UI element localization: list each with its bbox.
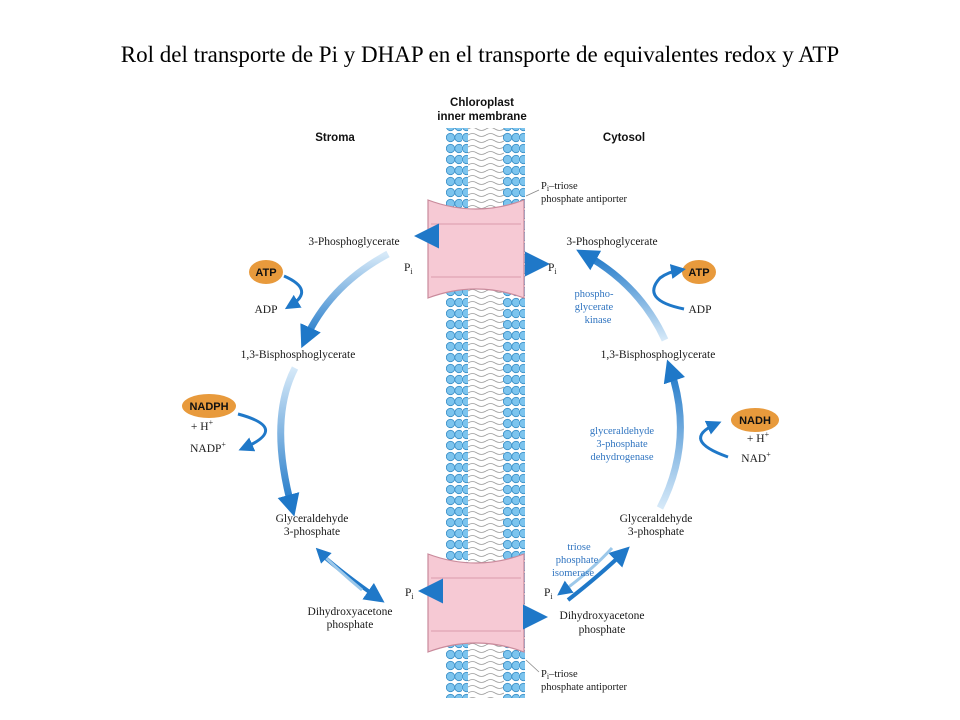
stroma-nadp: NADP+: [190, 440, 226, 455]
svg-text:phosphate: phosphate: [556, 555, 599, 566]
stroma-arrow-dhap-to-g3p: [315, 547, 363, 592]
stroma-3-phosphoglycerate: 3-Phosphoglycerate: [308, 236, 399, 248]
svg-text:kinase: kinase: [585, 315, 612, 326]
stroma-h-plus: + H+: [191, 418, 214, 433]
cytosol-nadh-arrow: [699, 420, 729, 459]
membrane-label-line1: Chloroplast: [450, 97, 514, 109]
svg-text:phospho-: phospho-: [574, 289, 614, 300]
cytosol-dhap-line2: phosphate: [579, 624, 626, 636]
pi-label-stroma-bottom: Pi: [405, 587, 414, 601]
cytosol-g3p-line1: Glyceraldehyde: [620, 513, 693, 525]
cytosol-arrow-bpg-to-pga: [576, 249, 669, 342]
cytosol-atp-badge: [682, 260, 716, 284]
svg-text:Pi–triose: Pi–triose: [541, 181, 578, 193]
cytosol-arrow-g3p-to-dhap: [557, 546, 614, 596]
svg-text:isomerase: isomerase: [552, 568, 594, 579]
stroma-atp-badge: [249, 260, 283, 284]
cytosol-nad: NAD+: [741, 450, 771, 465]
cytosol-arrow-dhap-to-g3p: [566, 546, 630, 602]
stroma-arrow-bpg-to-g3p: [277, 366, 300, 517]
antiporter-label-bottom: Pi–triose phosphate antiporter: [525, 659, 628, 693]
pi-label-stroma-top: Pi: [404, 262, 413, 276]
stroma-nadph-badge: [182, 394, 236, 418]
cytosol-adp: ADP: [688, 304, 711, 316]
pi-label-cytosol-bottom: Pi: [544, 587, 553, 601]
stroma-adp: ADP: [254, 304, 277, 316]
stroma-atp-arrow: [283, 274, 303, 310]
svg-text:dehydrogenase: dehydrogenase: [591, 452, 654, 463]
cytosol-h-plus: + H+: [747, 430, 770, 445]
stroma-dhap-line1: Dihydroxyacetone: [308, 606, 393, 618]
gapdh-label: glyceraldehyde 3-phosphate dehydrogenase: [590, 426, 654, 463]
svg-text:Pi–triose: Pi–triose: [541, 669, 578, 681]
cytosol-g3p-line2: 3-phosphate: [628, 526, 684, 538]
svg-text:phosphate antiporter: phosphate antiporter: [541, 682, 628, 693]
cytosol-dhap-line1: Dihydroxyacetone: [560, 610, 645, 622]
cytosol-atp: ATP: [688, 267, 709, 279]
cytosol-atp-arrow: [652, 264, 686, 311]
cytosol-nadh: NADH: [739, 415, 771, 427]
cytosol-3-phosphoglycerate: 3-Phosphoglycerate: [566, 236, 657, 248]
phosphoglycerate-kinase-label: phospho- glycerate kinase: [574, 289, 614, 326]
stroma-arrow-pga-to-bpg: [300, 250, 390, 349]
stroma-g3p-line1: Glyceraldehyde: [276, 513, 349, 525]
stroma-atp: ATP: [255, 267, 276, 279]
stroma-nadph: NADPH: [189, 401, 228, 413]
membrane-label-line2: inner membrane: [437, 111, 526, 123]
stroma-dhap-line2: phosphate: [327, 619, 374, 631]
stroma-g3p-line2: 3-phosphate: [284, 526, 340, 538]
svg-text:triose: triose: [567, 542, 591, 553]
cytosol-nadh-badge: [731, 408, 779, 432]
transporter-bottom: [427, 553, 525, 653]
cytosol-label: Cytosol: [603, 132, 645, 144]
transporter-top: [427, 199, 525, 299]
pi-label-cytosol-top: Pi: [548, 262, 557, 276]
antiporter-label-top: Pi–triose phosphate antiporter: [525, 181, 628, 205]
slide-title: Rol del transporte de Pi y DHAP en el tr…: [120, 42, 840, 67]
stroma-label: Stroma: [315, 132, 355, 144]
pi-symbol: P: [541, 181, 547, 192]
stroma-nadph-arrow: [237, 412, 268, 452]
svg-text:glyceraldehyde: glyceraldehyde: [590, 426, 654, 437]
cytosol-bisphosphoglycerate: 1,3-Bisphosphoglycerate: [601, 349, 716, 361]
stroma-bisphosphoglycerate: 1,3-Bisphosphoglycerate: [241, 349, 356, 361]
svg-text:phosphate antiporter: phosphate antiporter: [541, 194, 628, 205]
svg-text:glycerate: glycerate: [575, 302, 614, 313]
svg-text:3-phosphate: 3-phosphate: [596, 439, 648, 450]
cytosol-arrow-g3p-to-bpg: [656, 359, 685, 510]
triose-phosphate-isomerase-label: triose phosphate isomerase: [552, 542, 599, 579]
